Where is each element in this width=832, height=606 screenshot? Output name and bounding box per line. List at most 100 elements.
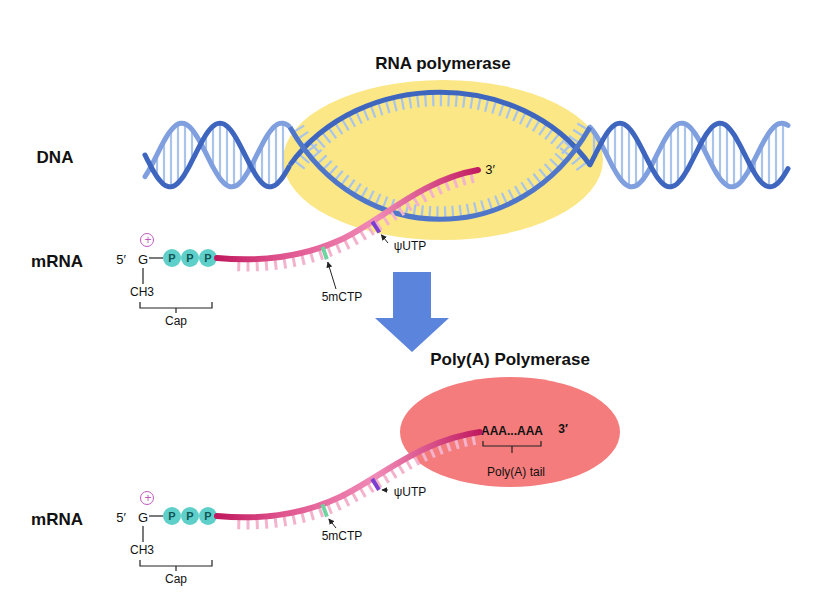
base-tick — [284, 257, 286, 269]
circle-text: P — [186, 252, 193, 264]
base-tick — [336, 242, 341, 253]
modified-nucleotide — [372, 479, 379, 490]
bracket-label: Cap — [165, 315, 187, 328]
enzyme-shape — [400, 377, 620, 487]
base-pair — [663, 141, 665, 185]
circle-text: P — [186, 510, 193, 522]
modified-nucleotide — [322, 504, 326, 516]
base-tick — [275, 258, 276, 270]
base-pair — [768, 133, 770, 187]
tail-bracket — [483, 441, 541, 453]
charge-circle: + — [140, 233, 154, 247]
base-tick — [390, 468, 396, 478]
base-pair — [226, 126, 228, 186]
base-tick — [237, 259, 240, 271]
base-pair — [677, 124, 679, 183]
base-pair — [261, 145, 263, 183]
circle-text: P — [168, 252, 175, 264]
base-tick — [293, 255, 295, 267]
base-tick — [310, 251, 313, 263]
end-label: 5′ — [116, 253, 126, 267]
end-label: 3′ — [485, 163, 495, 177]
base-label: G — [138, 253, 148, 267]
base-tick — [382, 472, 388, 482]
structure-label: DNA — [37, 149, 74, 168]
end-label: 5′ — [116, 511, 126, 525]
leader-line — [381, 235, 388, 243]
base-pair — [621, 123, 623, 181]
modified-nucleotide — [323, 247, 327, 259]
base-pair — [191, 129, 193, 161]
base-pair — [600, 142, 602, 145]
circle-text: P — [168, 510, 175, 522]
base-tick — [275, 516, 276, 528]
base-tick — [398, 463, 404, 473]
base-tick — [375, 477, 381, 487]
base-tick — [264, 259, 268, 271]
base-pair — [628, 128, 630, 187]
base-tick — [360, 230, 366, 240]
base-tick — [344, 238, 349, 249]
circle-text: + — [144, 492, 151, 505]
charge-circle: + — [140, 491, 154, 505]
base-tick — [301, 253, 304, 265]
base-pair — [170, 130, 172, 187]
base-tick — [351, 491, 357, 502]
base-tick — [255, 259, 258, 271]
phosphate-circle: P — [199, 249, 217, 267]
base-pair — [649, 165, 651, 168]
base-pair — [705, 135, 707, 154]
base-pair — [670, 130, 672, 187]
enzyme-title: Poly(A) Polymerase — [430, 351, 590, 370]
nucleotide-label: ψUTP — [394, 240, 427, 253]
polymerase-ellipse: Poly(A) PolymeraseAAA...AAA 3′ Poly(A) tai… — [395, 345, 625, 490]
base-tick — [293, 513, 295, 525]
base-pair — [268, 133, 270, 187]
base-tick — [264, 517, 268, 529]
group-label: CH3 — [130, 544, 154, 557]
enzyme-label: Poly(A) tail — [487, 466, 545, 479]
base-tick — [319, 248, 323, 259]
structure-label: mRNA — [31, 253, 83, 272]
base-pair — [740, 147, 742, 182]
base-pair — [254, 159, 256, 174]
base-pair — [233, 135, 235, 187]
base-pair — [205, 135, 207, 154]
bracket-label: Cap — [165, 573, 187, 586]
base-tick — [327, 503, 331, 514]
base-pair — [712, 126, 714, 167]
base-pair — [775, 125, 777, 185]
enzyme-label: AAA...AAA — [481, 425, 543, 438]
leader-line — [382, 489, 388, 490]
base-tick — [246, 259, 249, 271]
base-pair — [754, 159, 756, 174]
phosphate-circle: P — [163, 249, 181, 267]
base-pair — [607, 132, 609, 158]
base-pair — [219, 123, 221, 179]
structure-label: mRNA — [31, 511, 83, 530]
base-pair — [198, 140, 200, 147]
base-tick — [310, 508, 313, 520]
base-pair — [642, 151, 644, 179]
leader-line — [329, 519, 336, 528]
base-pair — [275, 125, 277, 185]
leader-line — [328, 262, 336, 289]
base-label: G — [138, 511, 148, 525]
base-pair — [726, 126, 728, 186]
base-tick — [359, 487, 365, 497]
phosphate-circle: P — [181, 507, 199, 525]
enzyme-label: 3′ — [558, 423, 568, 436]
base-tick — [335, 499, 340, 510]
base-pair — [691, 129, 693, 161]
base-pair — [184, 124, 186, 174]
base-tick — [406, 459, 412, 469]
base-tick — [367, 482, 373, 492]
base-pair — [747, 161, 749, 172]
base-pair — [156, 155, 158, 177]
base-pair — [177, 124, 179, 183]
cap-bracket — [140, 258, 212, 571]
base-pair — [247, 161, 249, 172]
process-arrow — [375, 272, 449, 352]
base-pair — [782, 123, 784, 177]
